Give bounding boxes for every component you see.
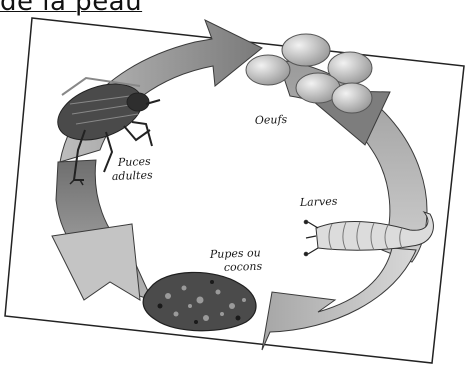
stage-label-eggs: Oeufs [255,113,288,127]
stage-label-larvae: Larves [299,195,338,209]
stage-label-adults-line2: adultes [112,169,154,183]
stage-label-pupae: Pupes ou [209,246,261,261]
stage-label-pupae-line2: cocons [224,260,263,274]
stage-label-adults: Puces [117,155,152,169]
